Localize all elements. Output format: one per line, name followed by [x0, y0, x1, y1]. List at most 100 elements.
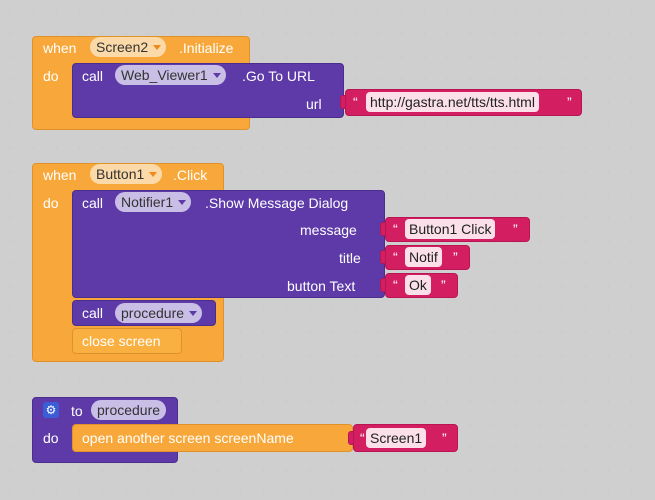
grid-mark: [424, 307, 425, 312]
grid-mark: [608, 307, 609, 312]
grid-mark: [608, 330, 609, 335]
grid-mark: [217, 31, 218, 36]
screen-name-string-value[interactable]: Screen1: [366, 428, 427, 448]
grid-mark: [309, 146, 310, 151]
screen2-component-dropdown[interactable]: Screen2: [90, 37, 167, 57]
grid-mark: [562, 123, 563, 128]
grid-mark: [401, 376, 402, 381]
grid-mark: [585, 399, 586, 404]
grid-mark: [171, 468, 172, 473]
grid-mark: [447, 376, 448, 381]
grid-mark: [585, 169, 586, 174]
grid-mark: [631, 77, 632, 82]
close-quote: ”: [441, 277, 446, 293]
grid-mark: [631, 8, 632, 13]
grid-mark: [516, 192, 517, 197]
grid-mark: [240, 31, 241, 36]
message-string-value[interactable]: Button1 Click: [405, 219, 496, 239]
grid-mark: [516, 445, 517, 450]
grid-mark: [516, 169, 517, 174]
grid-mark: [470, 169, 471, 174]
grid-mark: [355, 77, 356, 82]
close-screen-block[interactable]: [72, 328, 182, 354]
grid-mark: [631, 468, 632, 473]
grid-mark: [148, 468, 149, 473]
open-another-screen-block[interactable]: [72, 424, 353, 452]
grid-mark: [194, 146, 195, 151]
grid-mark: [539, 192, 540, 197]
grid-mark: [539, 54, 540, 59]
procedure-name-dropdown[interactable]: procedure: [115, 303, 203, 323]
grid-mark: [470, 399, 471, 404]
grid-mark: [194, 376, 195, 381]
grid-mark: [585, 192, 586, 197]
grid-mark: [516, 146, 517, 151]
button-text-string-value[interactable]: Ok: [405, 275, 431, 295]
grid-mark: [378, 77, 379, 82]
grid-mark: [608, 123, 609, 128]
grid-mark: [263, 353, 264, 358]
grid-mark: [309, 123, 310, 128]
grid-mark: [631, 215, 632, 220]
grid-mark: [585, 491, 586, 496]
grid-mark: [171, 146, 172, 151]
grid-mark: [332, 169, 333, 174]
grid-mark: [378, 491, 379, 496]
grid-mark: [10, 284, 11, 289]
grid-mark: [378, 376, 379, 381]
grid-mark: [631, 307, 632, 312]
webviewer-component-dropdown[interactable]: Web_Viewer1: [115, 65, 226, 85]
grid-mark: [631, 422, 632, 427]
grid-mark: [608, 284, 609, 289]
method-name-label: .Go To URL: [242, 68, 315, 84]
grid-mark: [56, 146, 57, 151]
grid-mark: [79, 31, 80, 36]
grid-mark: [309, 353, 310, 358]
grid-mark: [631, 491, 632, 496]
grid-mark: [148, 146, 149, 151]
grid-mark: [194, 399, 195, 404]
grid-mark: [401, 353, 402, 358]
title-string-value[interactable]: Notif: [405, 247, 442, 267]
grid-mark: [217, 146, 218, 151]
grid-mark: [56, 31, 57, 36]
grid-mark: [240, 307, 241, 312]
grid-mark: [263, 307, 264, 312]
grid-mark: [401, 468, 402, 473]
gear-icon[interactable]: ⚙: [43, 402, 59, 418]
grid-mark: [562, 422, 563, 427]
grid-mark: [493, 422, 494, 427]
grid-mark: [608, 77, 609, 82]
grid-mark: [424, 146, 425, 151]
chevron-down-icon: [212, 73, 221, 78]
component-name: Web_Viewer1: [121, 67, 208, 83]
grid-mark: [332, 307, 333, 312]
grid-mark: [447, 491, 448, 496]
grid-mark: [585, 8, 586, 13]
grid-mark: [194, 8, 195, 13]
grid-mark: [539, 8, 540, 13]
url-string-value[interactable]: http://gastra.net/tts/tts.html: [366, 92, 539, 112]
button1-component-dropdown[interactable]: Button1: [90, 164, 163, 184]
grid-mark: [608, 31, 609, 36]
grid-mark: [286, 123, 287, 128]
grid-mark: [516, 31, 517, 36]
grid-mark: [562, 330, 563, 335]
grid-mark: [217, 491, 218, 496]
grid-mark: [332, 31, 333, 36]
grid-mark: [378, 330, 379, 335]
grid-mark: [401, 146, 402, 151]
procedure-name-field[interactable]: procedure: [91, 400, 167, 420]
do-label: do: [43, 195, 59, 211]
grid-mark: [539, 31, 540, 36]
grid-mark: [286, 491, 287, 496]
notifier-component-dropdown[interactable]: Notifier1: [115, 192, 192, 212]
socket-connector: [340, 95, 346, 109]
grid-mark: [516, 399, 517, 404]
grid-mark: [447, 399, 448, 404]
grid-mark: [102, 31, 103, 36]
grid-mark: [148, 491, 149, 496]
open-quote: “: [393, 249, 398, 265]
grid-mark: [401, 8, 402, 13]
